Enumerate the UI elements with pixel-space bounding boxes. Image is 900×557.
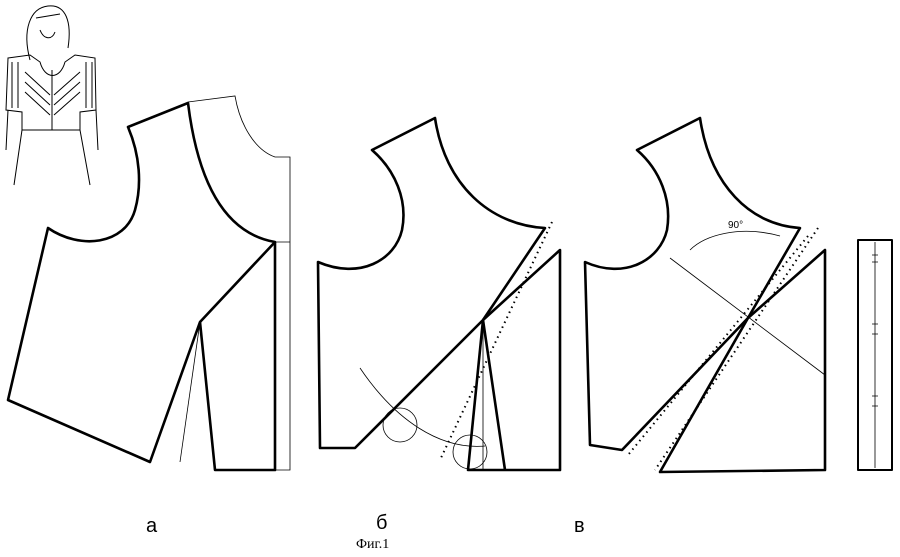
button-placket-strip xyxy=(857,239,893,471)
angle-label: 90° xyxy=(728,220,744,231)
panel-c-pattern xyxy=(583,116,827,474)
figure-caption: Фиг.1 xyxy=(356,537,390,552)
panel-b-pattern xyxy=(316,116,562,472)
panel-a-pattern xyxy=(6,95,291,472)
garment-sketch xyxy=(5,5,99,186)
panel-label-b: б xyxy=(376,512,388,534)
panel-label-c: в xyxy=(574,515,585,537)
panel-label-a: а xyxy=(146,515,158,537)
